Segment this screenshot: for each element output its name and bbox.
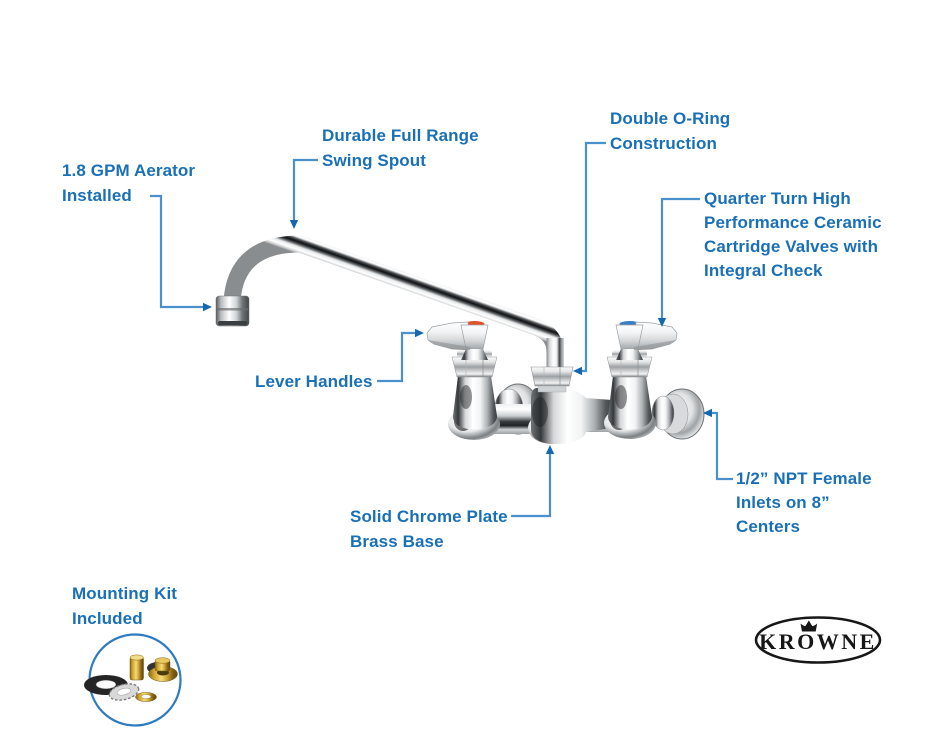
- brass-washer-icon: [135, 692, 157, 702]
- label-cartridge: Quarter Turn High Performance Ceramic Ca…: [704, 189, 882, 280]
- label-o-ring: Double O-Ring Construction: [610, 109, 731, 153]
- leader-o-ring: [573, 141, 606, 376]
- leader-lever-handles: [377, 328, 424, 383]
- brass-locknut-icon: [147, 657, 178, 682]
- mounting-kit-photo: [84, 633, 182, 727]
- brass-spacer-icon: [129, 654, 144, 681]
- left-valve-body: [448, 350, 500, 440]
- swing-spout-tube: [223, 235, 564, 373]
- label-chrome-base: Solid Chrome Plate Brass Base: [350, 507, 508, 551]
- logo-ellipse: [754, 616, 882, 664]
- right-wall-flange-icon: [651, 388, 705, 440]
- spout-coupling-nut: [530, 366, 574, 393]
- leader-swing-spout: [289, 158, 318, 229]
- label-inlets: 1/2” NPT Female Inlets on 8” Centers: [736, 469, 872, 536]
- leader-chrome-base: [511, 445, 555, 518]
- label-lever-handles: Lever Handles: [255, 372, 373, 391]
- faucet-illustration: [215, 235, 705, 444]
- krowne-logo: [754, 616, 882, 664]
- label-aerator: 1.8 GPM Aerator Installed: [62, 161, 196, 205]
- logo-wordmark: KROWNE: [759, 629, 877, 654]
- leader-aerator: [150, 194, 212, 312]
- right-lever-handle: [615, 321, 678, 360]
- label-swing-spout: Durable Full Range Swing Spout: [322, 126, 479, 170]
- left-lever-handle: [426, 321, 489, 360]
- label-mounting-kit: Mounting Kit Included: [72, 584, 178, 628]
- right-valve-body: [604, 350, 656, 439]
- aerator-icon: [215, 295, 250, 327]
- leader-inlets: [703, 408, 733, 481]
- center-spout-base: [528, 388, 612, 444]
- lock-washer-icon: [108, 683, 140, 701]
- crown-icon: [800, 620, 818, 632]
- leader-cartridge: [657, 197, 700, 327]
- callout-leader-lines: [150, 141, 733, 518]
